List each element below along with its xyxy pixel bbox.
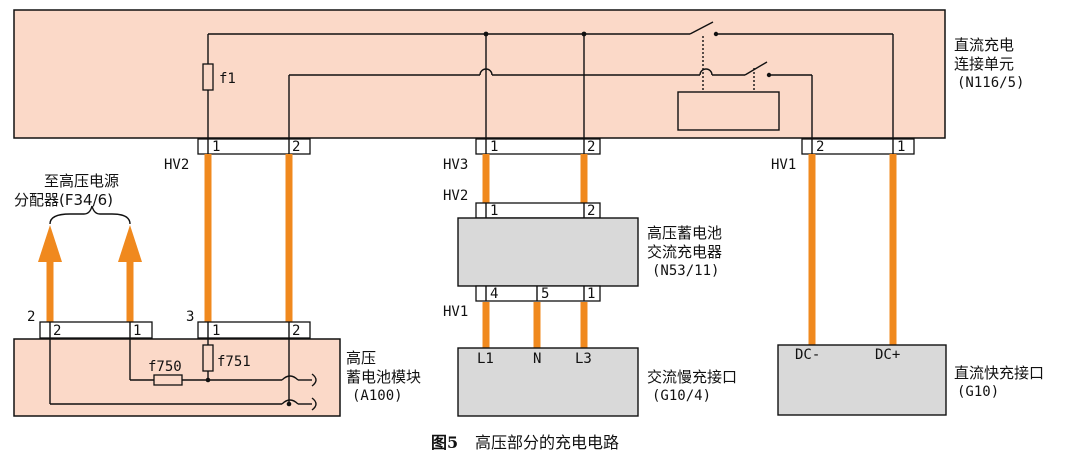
dc-port-box bbox=[777, 344, 947, 416]
dc-unit-internal-wiring bbox=[207, 21, 894, 140]
pin-label: 4 bbox=[490, 286, 498, 302]
ac-charger-name-line2: 交流充电器 bbox=[647, 243, 722, 261]
dc-unit-connector-hv2 bbox=[197, 138, 311, 155]
dc-port-name: 直流快充接口 bbox=[954, 364, 1044, 382]
pin-label: 5 bbox=[541, 286, 549, 302]
pin-label: 1 bbox=[490, 139, 498, 155]
dc-port-pin-minus: DC- bbox=[795, 347, 820, 363]
arrow-up-icon bbox=[38, 225, 62, 262]
pin-label: 2 bbox=[816, 139, 824, 155]
pin-label: 1 bbox=[490, 203, 498, 219]
fuse-f750 bbox=[153, 374, 183, 386]
ac-port-pin-n: N bbox=[533, 351, 541, 367]
pin-label: 1 bbox=[897, 139, 905, 155]
battery-module-code: (A100) bbox=[352, 388, 403, 404]
connector-hv2-label: HV2 bbox=[443, 188, 468, 204]
ac-port-name: 交流慢充接口 bbox=[647, 368, 737, 386]
ac-charger-code: (N53/11) bbox=[652, 263, 719, 279]
connector-hv3-label: HV3 bbox=[443, 157, 468, 173]
dc-unit-name-line2: 连接单元 bbox=[954, 55, 1014, 73]
battery-connector-right-number: 3 bbox=[186, 309, 194, 325]
figure-caption: 高压部分的充电电路 bbox=[475, 433, 619, 452]
fuse-f1 bbox=[202, 63, 214, 91]
dc-unit-name-line1: 直流充电 bbox=[954, 36, 1014, 54]
ac-charger-box bbox=[457, 217, 639, 287]
dc-unit-connector-hv3 bbox=[475, 138, 601, 155]
pin-label: 2 bbox=[587, 139, 595, 155]
battery-internal-wiring bbox=[49, 338, 317, 411]
fuse-f751-label: f751 bbox=[217, 354, 251, 370]
pin-label: 2 bbox=[292, 323, 300, 339]
pin-label: 2 bbox=[587, 203, 595, 219]
pin-label: 1 bbox=[212, 139, 220, 155]
pin-label: 1 bbox=[212, 323, 220, 339]
arrow-up-icon bbox=[118, 225, 142, 262]
dc-unit-code: (N116/5) bbox=[957, 75, 1024, 91]
ac-port-pin-l1: L1 bbox=[477, 351, 494, 367]
fuse-f750-label: f750 bbox=[148, 359, 182, 375]
ac-port-box bbox=[457, 347, 639, 417]
dc-port-pin-plus: DC+ bbox=[875, 347, 900, 363]
connector-hv2-label: HV2 bbox=[164, 157, 189, 173]
brace-icon bbox=[49, 205, 131, 225]
pin-label: 2 bbox=[53, 323, 61, 339]
battery-connector-left bbox=[39, 321, 153, 339]
fuse-f751 bbox=[202, 344, 214, 372]
battery-module-name-line1: 高压 bbox=[346, 349, 376, 367]
ac-port-pin-l3: L3 bbox=[575, 351, 592, 367]
distributor-line1: 至高压电源 bbox=[44, 172, 119, 190]
battery-module-name-line2: 蓄电池模块 bbox=[346, 368, 421, 386]
battery-connector-right bbox=[197, 321, 311, 339]
ac-charger-connector-bottom bbox=[475, 285, 601, 302]
figure-number: 图5 bbox=[431, 433, 458, 452]
connector-hv1-label: HV1 bbox=[771, 157, 796, 173]
fuse-f1-label: f1 bbox=[219, 71, 236, 87]
battery-connector-left-number: 2 bbox=[27, 309, 35, 325]
connector-hv1-label: HV1 bbox=[443, 304, 468, 320]
pin-label: 1 bbox=[133, 323, 141, 339]
distributor-line2: 分配器(F34/6) bbox=[14, 191, 113, 209]
dc-unit-connector-hv1 bbox=[801, 138, 915, 155]
dc-port-code: (G10) bbox=[957, 384, 999, 400]
pin-label: 2 bbox=[292, 139, 300, 155]
pin-label: 1 bbox=[587, 286, 595, 302]
ac-charger-name-line1: 高压蓄电池 bbox=[647, 224, 722, 242]
ac-port-code: (G10/4) bbox=[652, 388, 711, 404]
